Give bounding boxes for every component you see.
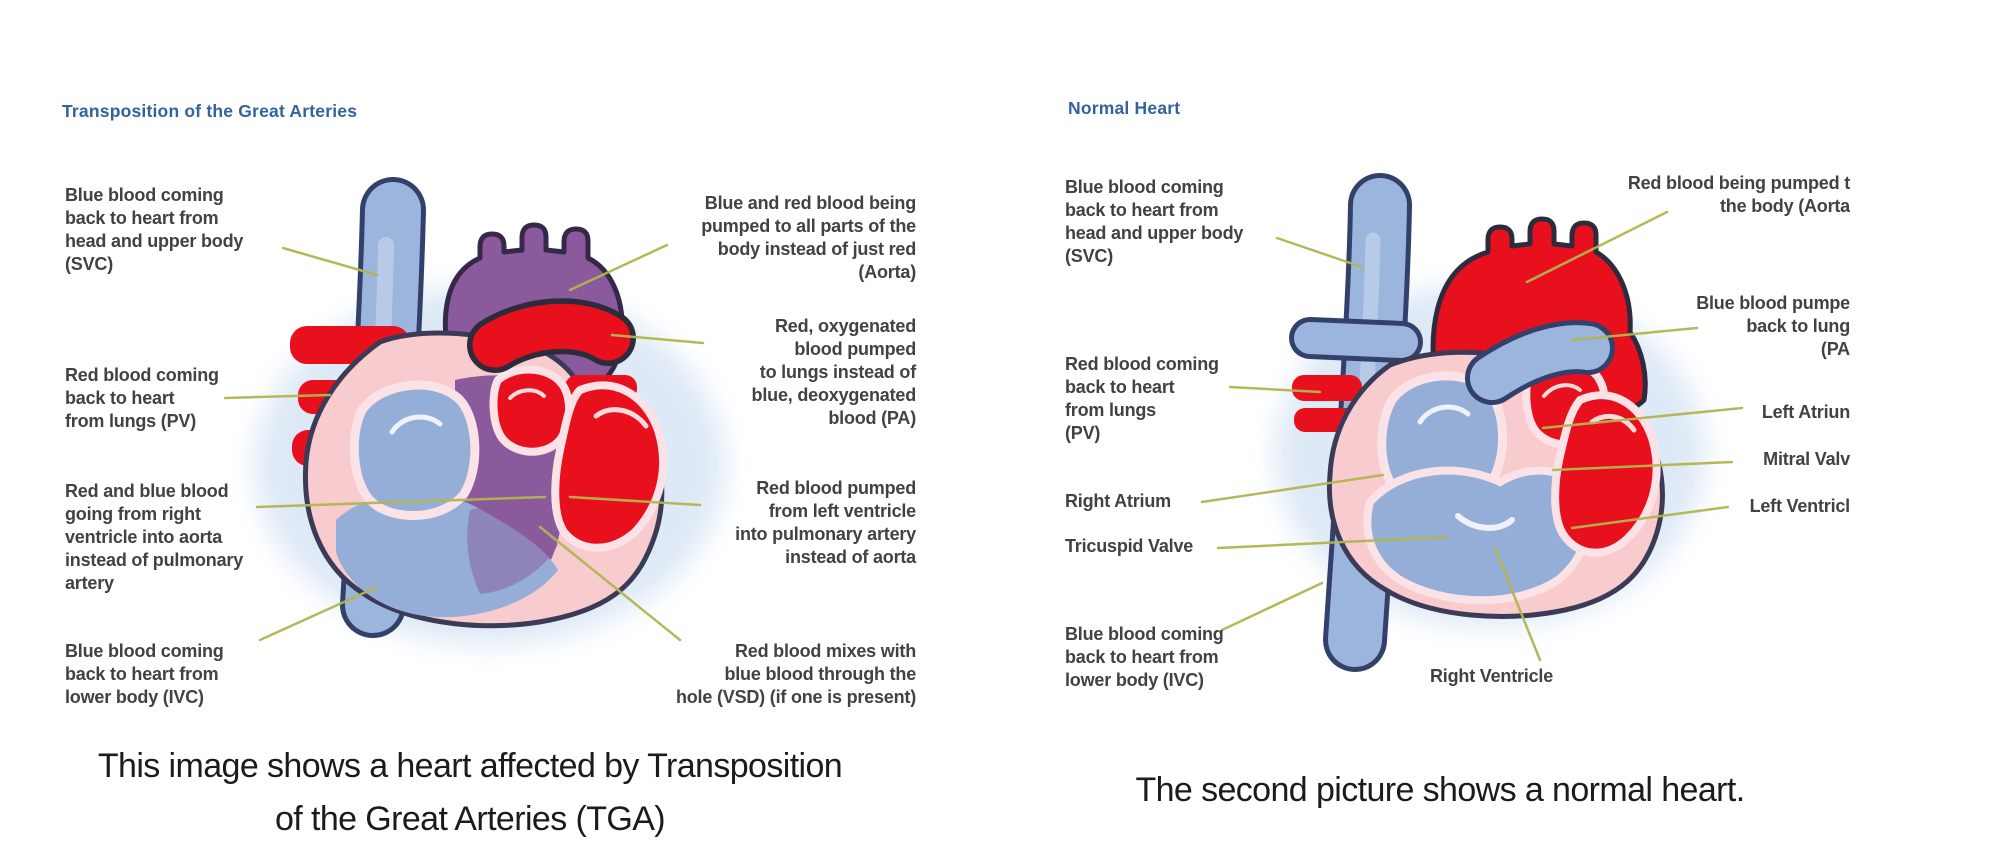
left-ventricle-region: [551, 381, 668, 552]
normal-heart-panel: Normal Heart Blue blood coming back to h…: [1060, 70, 1850, 720]
tga-panel: Transposition of the Great Arteries Blue…: [40, 80, 950, 740]
normal-label-right-atrium: Right Atrium: [1065, 491, 1171, 511]
normal-heart-caption: The second picture shows a normal heart.: [1135, 771, 1745, 809]
normal-label-svc: Blue blood coming back to heart from hea…: [1065, 177, 1244, 266]
left-ventricle-region: [1551, 391, 1661, 557]
normal-label-left-atrium: Left Atriun: [1761, 402, 1850, 422]
valve-highlights: [389, 388, 649, 435]
right-atrium-region: [349, 380, 480, 520]
tga-label-lv-to-pa: Red blood pumped from left ventricle int…: [735, 478, 916, 567]
tga-label-aorta: Blue and red blood being pumped to all p…: [701, 193, 916, 282]
normal-heart-illustration: [1200, 173, 1744, 672]
tga-label-pa: Red, oxygenated blood pumped to lungs in…: [751, 316, 917, 428]
leader-lines: [223, 243, 705, 642]
tga-title: Transposition of the Great Arteries: [62, 101, 358, 121]
normal-label-mitral-valve: Mitral Valv: [1763, 449, 1850, 469]
valve-highlights: [1417, 383, 1637, 531]
normal-label-right-ventricle: Right Ventricle: [1430, 666, 1554, 686]
tga-label-vsd: Red blood mixes with blue blood through …: [675, 641, 916, 707]
innominate-vein: [1289, 317, 1423, 363]
tga-caption: This image shows a heart affected by Tra…: [97, 747, 843, 838]
normal-label-ivc: Blue blood coming back to heart from low…: [1065, 624, 1224, 690]
normal-label-left-ventricle: Left Ventricl: [1749, 496, 1850, 516]
normal-heart-title: Normal Heart: [1068, 98, 1181, 118]
normal-label-pa: Blue blood pumpe back to lung (PA: [1696, 293, 1850, 359]
normal-label-pv: Red blood coming back to heart from lung…: [1065, 354, 1219, 443]
tga-label-svc: Blue blood coming back to heart from hea…: [65, 185, 244, 274]
normal-label-tricuspid-valve: Tricuspid Valve: [1065, 536, 1194, 556]
normal-label-aorta: Red blood being pumped t the body (Aorta: [1627, 173, 1850, 216]
leader-lines: [1200, 210, 1744, 662]
tga-label-pv: Red blood coming back to heart from lung…: [65, 365, 219, 431]
pulmonary-artery: [1465, 320, 1615, 405]
left-atrium-region: [489, 365, 574, 456]
mixing-shade: [467, 507, 558, 594]
tga-label-ivc: Blue blood coming back to heart from low…: [65, 641, 224, 707]
tga-label-rv-to-aorta: Red and blue blood going from right vent…: [65, 481, 244, 593]
pulmonary-artery: [467, 298, 636, 373]
tga-heart-illustration: [223, 177, 725, 645]
